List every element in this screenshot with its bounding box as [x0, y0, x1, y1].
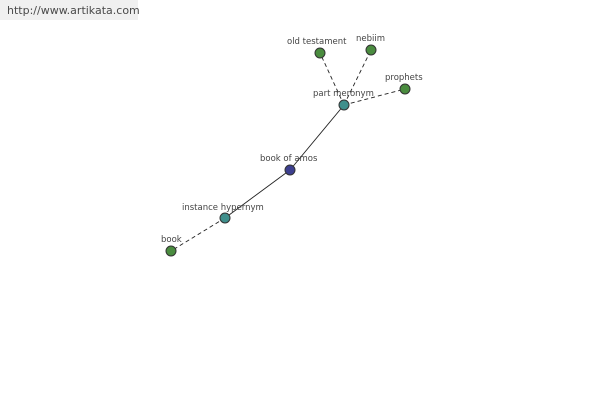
node-part-meronym[interactable] — [338, 99, 350, 111]
edge-part-meronym-to-nebiim — [343, 49, 372, 106]
edge-book-of-amos-to-instance-hypernym — [224, 169, 291, 219]
label-prophets: prophets — [385, 73, 423, 83]
node-book-of-amos[interactable] — [284, 164, 296, 176]
node-instance-hypernym[interactable] — [219, 212, 231, 224]
watermark-url: http://www.artikata.com — [7, 4, 140, 17]
edge-part-meronym-to-prophets — [343, 88, 406, 106]
node-nebiim[interactable] — [365, 44, 377, 56]
edge-book-of-amos-to-part-meronym — [289, 104, 345, 171]
label-nebiim: nebiim — [356, 34, 385, 44]
url-banner: http://www.artikata.com — [0, 0, 140, 20]
label-book-of-amos: book of amos — [260, 154, 318, 164]
label-book: book — [161, 235, 182, 245]
label-part-meronym: part meronym — [313, 89, 374, 99]
node-old-testament[interactable] — [314, 47, 326, 59]
node-prophets[interactable] — [399, 83, 411, 95]
edge-instance-hypernym-to-book — [170, 217, 226, 252]
label-instance-hypernym: instance hypernym — [182, 203, 264, 213]
node-book[interactable] — [165, 245, 177, 257]
label-old-testament: old testament — [287, 37, 347, 47]
edge-part-meronym-to-old-testament — [319, 52, 345, 106]
